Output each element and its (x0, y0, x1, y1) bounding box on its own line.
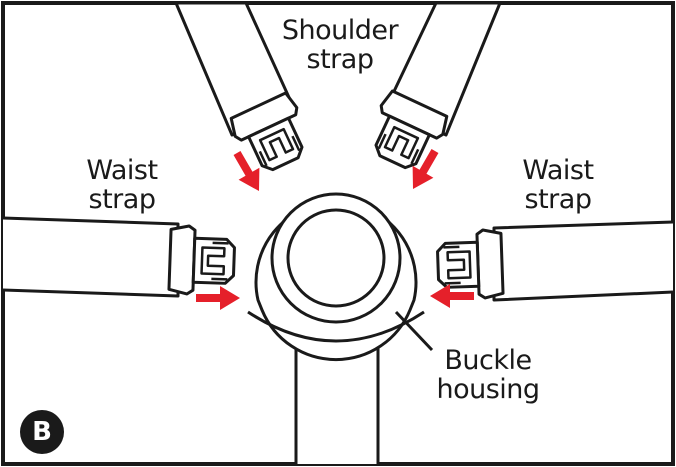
buckle-label-line2: housing (436, 374, 540, 405)
right-shoulder-strap (360, 1, 502, 178)
buckle-housing (247, 192, 425, 362)
shoulder-label-line2: strap (306, 44, 374, 75)
shoulder-label-line1: Shoulder (281, 15, 399, 46)
right-waist-strap (435, 220, 674, 302)
buckle-label-line1: Buckle (444, 345, 532, 376)
shoulder-strap-label: Shoulder strap (272, 16, 408, 74)
right-waist-strap-label: Waist strap (508, 156, 608, 214)
left-waist-strap (2, 216, 237, 298)
left-waist-label-line1: Waist (86, 155, 158, 186)
right-waist-label-line2: strap (524, 184, 592, 215)
left-waist-label-line2: strap (88, 184, 156, 215)
buckle-housing-label: Buckle housing (426, 346, 550, 404)
buckle-leader-line (394, 310, 434, 352)
left-shoulder-strap (174, 1, 318, 180)
right-waist-label-line1: Waist (522, 155, 594, 186)
left-waist-strap-label: Waist strap (72, 156, 172, 214)
figure-badge: B (20, 410, 64, 454)
